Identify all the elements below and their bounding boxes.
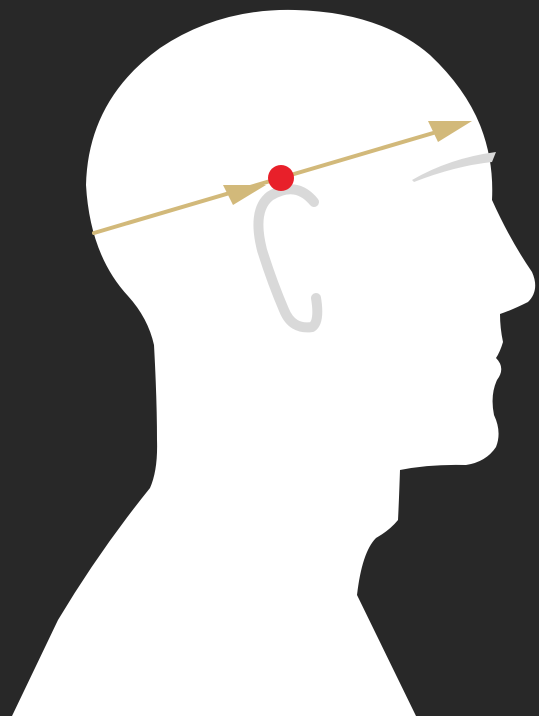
red-dot-icon (268, 165, 294, 191)
